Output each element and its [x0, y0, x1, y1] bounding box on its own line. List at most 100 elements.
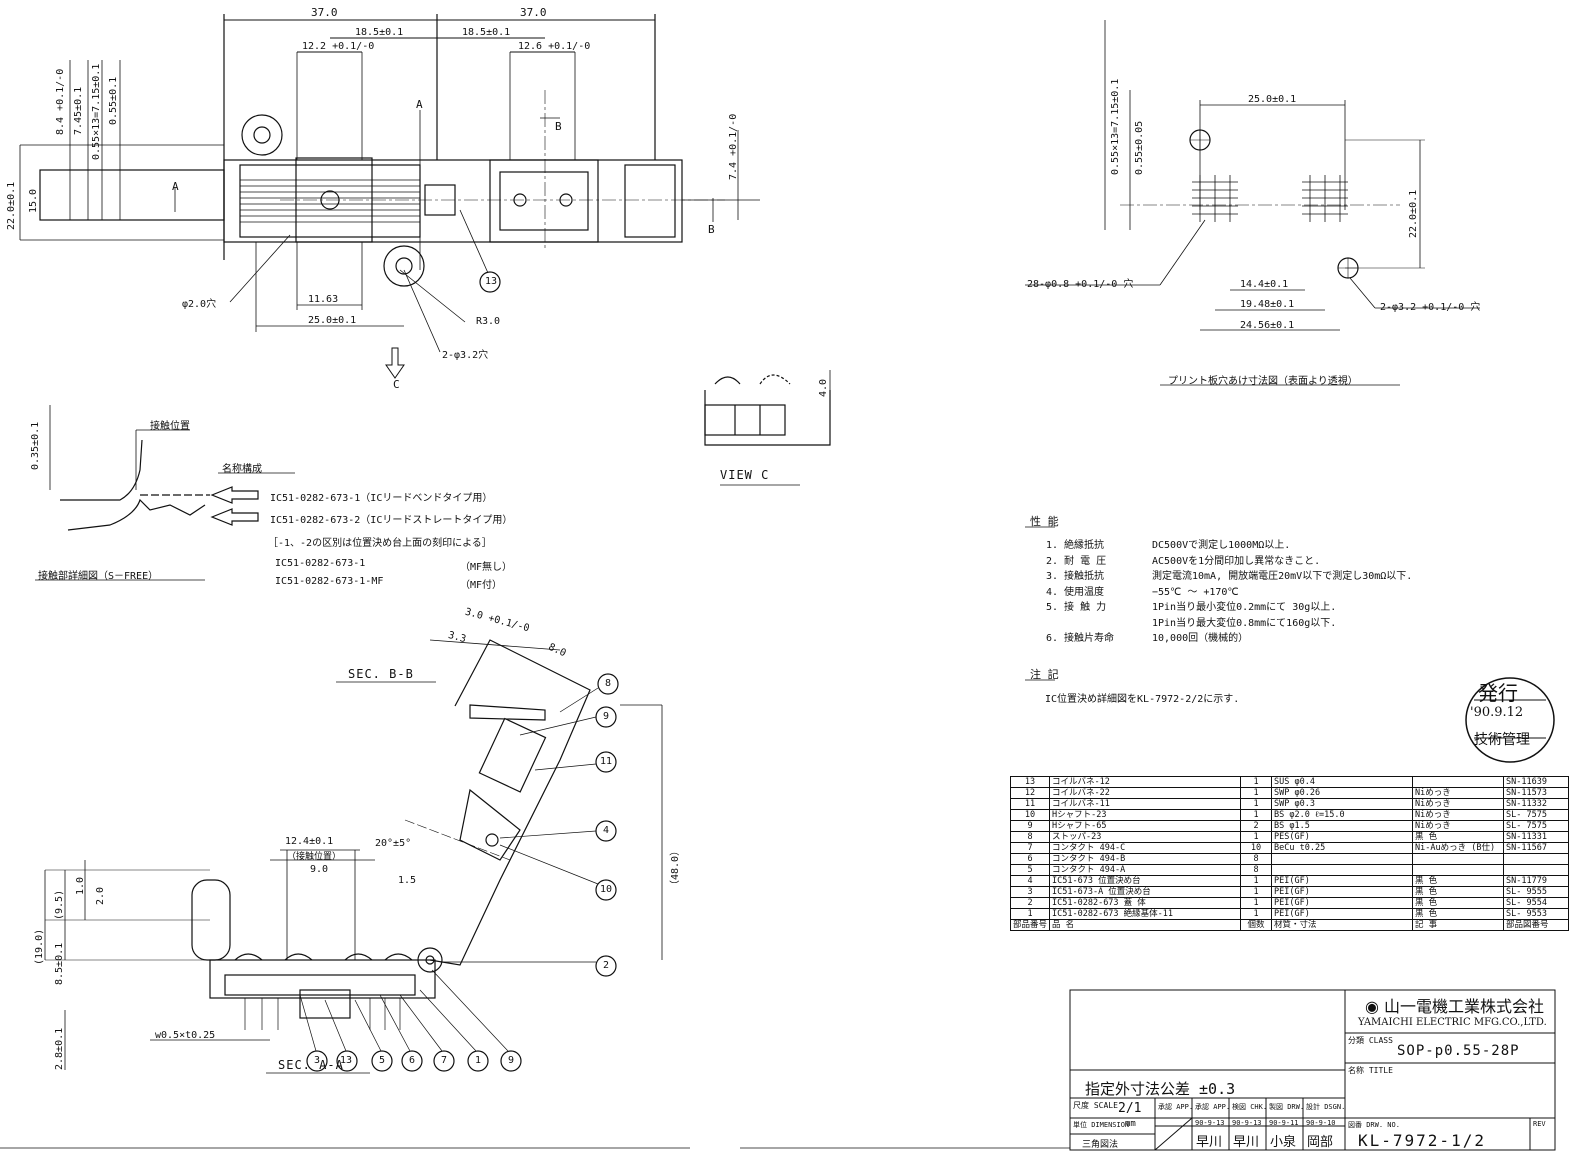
date-1: 90-9-13	[1195, 1119, 1225, 1127]
bom-cell: SL- 9553	[1503, 908, 1570, 920]
naming-line-4-note: （MF無し）	[460, 562, 513, 573]
bom-cell: 材質・寸法	[1271, 919, 1414, 931]
perf-key: 5. 接 触 力	[1046, 602, 1107, 613]
sec-aa-title: SEC. A-A	[278, 1058, 344, 1072]
bom-cell: 1	[1240, 875, 1273, 887]
pcb-dim-22: 22.0±0.1	[1408, 189, 1419, 238]
pcb-dim-0-55: 0.55±0.05	[1134, 120, 1145, 175]
bom-cell: 黒 色	[1412, 831, 1505, 843]
dim-11-63: 11.63	[308, 294, 339, 305]
view-c-dim: 4.0	[818, 378, 829, 397]
naming-line-5-code: IC51-0282-673-1-MF	[275, 576, 384, 587]
sec-aa-dim-12-4: 12.4±0.1	[285, 836, 334, 847]
perf-key: 2. 耐 電 圧	[1046, 555, 1107, 567]
bom-cell: SL- 7575	[1503, 820, 1570, 832]
sec-aa-dim-9-0: 9.0	[310, 864, 329, 875]
performance-title: 性 能	[1030, 515, 1059, 528]
name-2: 早川	[1233, 1135, 1260, 1150]
section-marker-a-left: A	[172, 180, 179, 193]
bom-cell: 7	[1009, 842, 1051, 854]
dim-0-55x13: 0.55×13=7.15±0.1	[91, 63, 102, 160]
perf-key: 1. 絶縁抵抗	[1046, 540, 1105, 551]
bom-cell: 3	[1009, 886, 1051, 898]
sec-aa-contact-size: w0.5×t0.25	[155, 1030, 216, 1041]
perf-key: 4. 使用温度	[1046, 586, 1105, 598]
sec-aa-dim-19: (19.0)	[34, 928, 45, 965]
contact-detail-caption: 接触部詳細図（S－FREE）	[38, 571, 159, 582]
pcb-dim-19-48: 19.48±0.1	[1240, 299, 1295, 310]
perf-value: 10,000回（機械的）	[1152, 633, 1249, 644]
bom-cell: 黒 色	[1412, 908, 1505, 920]
bom-cell: PEI(GF)	[1271, 886, 1414, 898]
perf-value: 測定電流10mA, 開放端電圧20mV以下で測定し30mΩ以下.	[1152, 571, 1413, 582]
pcb-dim-24-56: 24.56±0.1	[1240, 320, 1295, 331]
balloon-10: 10	[600, 884, 613, 895]
bom-cell: 2	[1009, 897, 1051, 909]
bom-cell: 12	[1009, 787, 1051, 799]
company-name-en: YAMAICHI ELECTRIC MFG.CO.,LTD.	[1358, 1017, 1547, 1028]
bom-cell: 1	[1240, 897, 1273, 909]
sec-aa-dim-2-0: 2.0	[95, 886, 106, 905]
balloon-3: 3	[314, 1055, 321, 1066]
bom-cell: 10	[1009, 809, 1051, 821]
stamp-dept: 技術管理	[1474, 732, 1530, 748]
pcb-dim-2-holes: 2-φ3.2 +0.1/-0 穴	[1380, 302, 1481, 313]
class-label: 分類 CLASS	[1348, 1036, 1393, 1045]
bom-cell: IC51-0282-673 蓋 体	[1049, 897, 1242, 909]
dim-12-6: 12.6 +0.1/-0	[518, 41, 591, 52]
dim-18-5-right: 18.5±0.1	[462, 27, 511, 38]
perf-item: 4. 使用温度−55℃ 〜 +170℃	[1028, 585, 1412, 601]
perf-value: AC500Vを1分間印加し異常なきこと.	[1152, 555, 1321, 567]
dim-2-hole-3-2: 2-φ3.2穴	[442, 350, 489, 361]
dim-18-5-left: 18.5±0.1	[355, 27, 404, 38]
bom-cell: 9	[1009, 820, 1051, 832]
naming-line-1: IC51-0282-673-1（ICリードベンドタイプ用）	[270, 493, 493, 504]
bom-cell: 1	[1240, 776, 1273, 788]
sec-aa-dim-48: （48.0）	[670, 845, 681, 890]
bom-cell: 部品図番号	[1503, 919, 1570, 931]
bom-cell: Ni-Auめっき (B仕)	[1412, 842, 1505, 854]
section-outline	[44, 639, 663, 1074]
bom-cell: SWP φ0.26	[1271, 787, 1414, 799]
bom-cell: コイルバネ-22	[1049, 787, 1242, 799]
bom-cell: SL- 9555	[1503, 886, 1570, 898]
bom-cell	[1412, 853, 1505, 865]
view-c-title: VIEW C	[720, 468, 770, 482]
perf-item: 3. 接触抵抗測定電流10mA, 開放端電圧20mV以下で測定し30mΩ以下.	[1028, 569, 1412, 585]
projection-method: 三角図法	[1082, 1140, 1119, 1150]
bom-cell	[1271, 864, 1414, 876]
section-marker-b-top: B	[555, 120, 562, 133]
bom-cell: BS φ1.5	[1271, 820, 1414, 832]
bom-cell: SN-11332	[1503, 798, 1570, 810]
dim-22-0: 22.0±0.1	[6, 181, 17, 230]
bom-cell: PEI(GF)	[1271, 875, 1414, 887]
perf-key	[1028, 616, 1152, 632]
bom-cell	[1503, 864, 1570, 876]
naming-line-3: ［-1、-2の区別は位置決め台上面の刻印による］	[268, 538, 492, 549]
dim-7-4: 7.4 +0.1/-0	[728, 113, 739, 180]
bom-cell: Niめっき	[1412, 809, 1505, 821]
bom-cell: Niめっき	[1412, 787, 1505, 799]
pcb-dim-28-holes: 28-φ0.8 +0.1/-0 穴	[1027, 279, 1134, 290]
pcb-dim-25: 25.0±0.1	[1248, 94, 1297, 105]
perf-value: 1Pin当り最小変位0.2mmにて 30g以上.	[1152, 602, 1337, 613]
drawing-number: KL-7972-1/2	[1358, 1131, 1486, 1150]
name-3: 小泉	[1270, 1135, 1297, 1150]
bom-cell: 8	[1240, 864, 1273, 876]
bom-cell: コンタクト 494-A	[1049, 864, 1242, 876]
balloon-9: 9	[508, 1055, 515, 1066]
bom-cell: SN-11567	[1503, 842, 1570, 854]
bom-cell: IC51-0282-673 絶縁基体-11	[1049, 908, 1242, 920]
sec-aa-dim-1-5: 1.5	[398, 875, 417, 886]
